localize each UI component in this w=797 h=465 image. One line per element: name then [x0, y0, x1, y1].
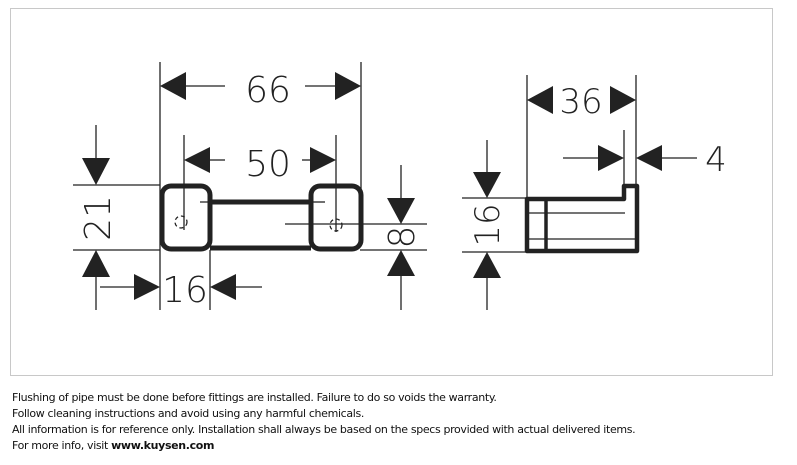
dim-post-width: 16 — [162, 270, 208, 311]
dim-depth: 36 — [559, 82, 602, 122]
hook-side-view — [524, 183, 640, 254]
drawing-frame — [10, 8, 773, 376]
dim-rail-height: 8 — [382, 226, 423, 249]
website-link[interactable]: www.kuysen.com — [111, 439, 215, 452]
mounting-hole-icon — [174, 215, 343, 232]
notes: Flushing of pipe must be done before fit… — [12, 390, 636, 454]
arrowheads — [82, 72, 662, 300]
dim-lip: 4 — [705, 140, 727, 180]
note-flushing: Flushing of pipe must be done before fit… — [12, 391, 497, 404]
dim-height: 21 — [78, 195, 119, 241]
dim-side-height: 16 — [468, 203, 508, 246]
note-more-info: For more info, visit www.kuysen.com — [12, 438, 635, 454]
note-cleaning: Follow cleaning instructions and avoid u… — [12, 407, 364, 420]
note-reference: All information is for reference only. I… — [12, 423, 636, 436]
dim-overall-width: 66 — [245, 70, 291, 111]
dim-hole-spacing: 50 — [245, 144, 291, 185]
hook-front-view — [159, 183, 364, 252]
more-info-text: For more info, visit — [12, 439, 112, 452]
